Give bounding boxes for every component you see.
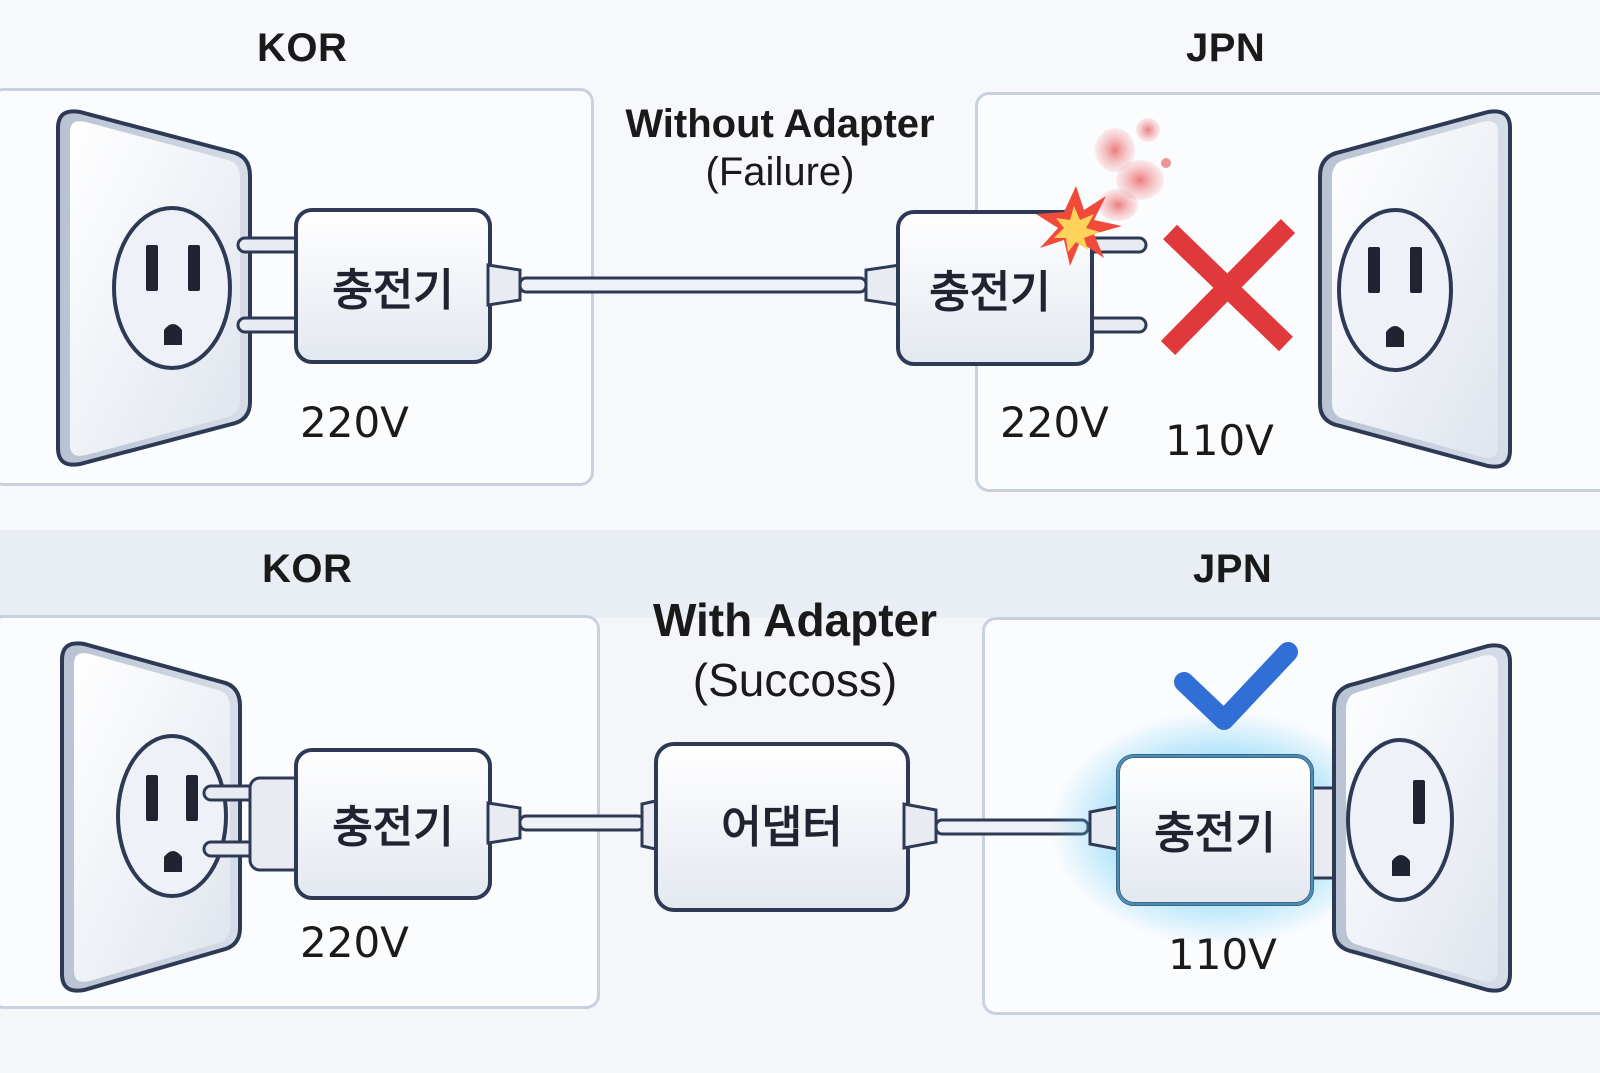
country-label-kor-top: KOR bbox=[257, 26, 348, 70]
heading-without-adapter-line2: (Failure) bbox=[705, 150, 855, 194]
charger-kor-bottom-label: 충전기 bbox=[332, 802, 453, 853]
country-label-kor-bottom: KOR bbox=[262, 547, 353, 591]
cable-bottom-left bbox=[518, 814, 646, 832]
charger-kor-top-label: 충전기 bbox=[332, 265, 453, 316]
heading-with-adapter: With Adapter (Succoss) bbox=[620, 590, 970, 710]
smoke-icon bbox=[1095, 118, 1171, 221]
voltage-charger-top: 220V bbox=[1000, 398, 1109, 447]
heading-without-adapter: Without Adapter (Failure) bbox=[605, 100, 955, 196]
voltage-kor-top: 220V bbox=[300, 398, 409, 447]
country-label-jpn-top: JPN bbox=[1186, 26, 1266, 70]
check-icon bbox=[1174, 642, 1298, 730]
voltage-jpn-top: 110V bbox=[1165, 416, 1274, 465]
heading-with-adapter-line1: With Adapter bbox=[652, 594, 938, 646]
charger-jpn-bottom-label: 충전기 bbox=[1154, 808, 1275, 859]
adapter-box: 어댑터 bbox=[640, 742, 938, 912]
charger-jpn-top: 충전기 bbox=[864, 210, 1148, 366]
voltage-kor-bottom: 220V bbox=[300, 918, 409, 967]
charger-kor-top: 충전기 bbox=[236, 208, 522, 364]
charger-kor-bottom: 충전기 bbox=[202, 748, 522, 900]
spark-icon bbox=[1036, 186, 1122, 266]
outlet-jpn-top bbox=[1318, 109, 1512, 469]
heading-without-adapter-line1: Without Adapter bbox=[625, 102, 935, 146]
cross-icon bbox=[1160, 218, 1296, 356]
country-label-jpn-bottom: JPN bbox=[1193, 547, 1273, 591]
adapter-label: 어댑터 bbox=[721, 802, 842, 853]
outlet-kor-top bbox=[56, 109, 252, 467]
heading-with-adapter-line2: (Succoss) bbox=[692, 654, 898, 706]
cable-top bbox=[518, 276, 868, 294]
outlet-jpn-bottom bbox=[1332, 643, 1512, 993]
charger-jpn-top-label: 충전기 bbox=[929, 267, 1050, 318]
outlet-kor-bottom bbox=[60, 641, 242, 993]
